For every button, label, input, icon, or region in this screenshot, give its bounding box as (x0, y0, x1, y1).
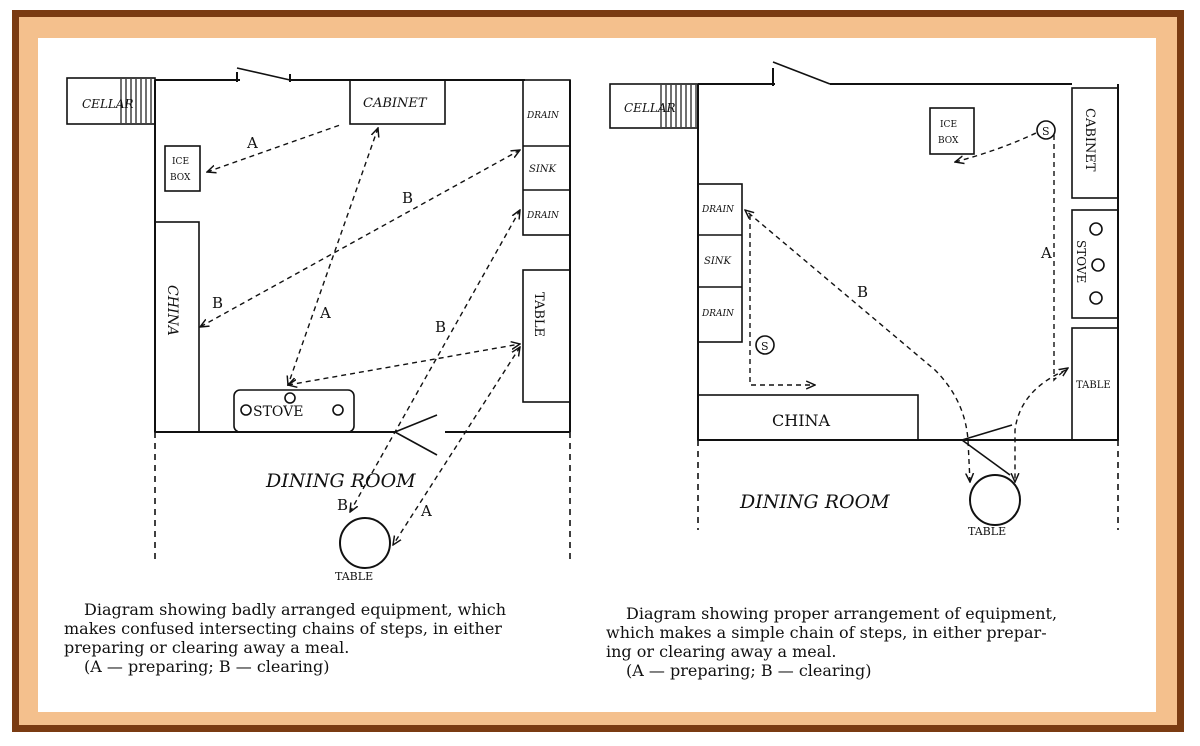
right-walls (697, 61, 1119, 441)
left-table-counter-label: TABLE (531, 292, 546, 337)
left-cellar-label: CELLAR (82, 97, 134, 111)
right-sink-label: SINK (704, 256, 732, 267)
right-path-b-drain-china (749, 215, 815, 385)
right-stove-label: STOVE (1074, 240, 1088, 283)
right-table-counter (1071, 327, 1119, 441)
right-step-paths (745, 132, 1068, 482)
right-s-marker-1-label: S (1042, 125, 1050, 138)
left-path-a-cabinet-stove (288, 128, 378, 385)
left-dining-room-label: DINING ROOM (265, 470, 416, 492)
left-caption-line-2: makes confused intersecting chains of st… (64, 619, 502, 638)
left-walls (154, 67, 571, 433)
left-drain-top-label: DRAIN (526, 111, 560, 121)
right-path-label-a: A (1040, 244, 1052, 262)
right-dining-room-label: DINING ROOM (739, 491, 890, 513)
left-path-label-1: A (246, 134, 258, 152)
right-cellar (609, 83, 699, 129)
left-stove-burner-2 (284, 392, 296, 404)
left-caption: Diagram showing badly arranged equipment… (64, 600, 584, 676)
right-caption-legend: (A — preparing; B — clearing) (626, 661, 872, 680)
left-step-paths (200, 124, 520, 545)
right-caption-line-3: ing or clearing away a meal. (606, 642, 837, 661)
left-cabinet-label: CABINET (363, 96, 428, 111)
left-table-counter (522, 269, 571, 403)
left-caption-legend: (A — preparing; B — clearing) (84, 657, 330, 676)
left-path-b-sink-china (200, 150, 520, 327)
left-caption-line-1: Diagram showing badly arranged equipment… (84, 600, 507, 619)
left-caption-line-3: preparing or clearing away a meal. (64, 638, 350, 657)
right-drain-bottom-label: DRAIN (701, 309, 735, 319)
right-cabinet-label: CABINET (1082, 108, 1097, 172)
right-cabinet (1071, 87, 1119, 199)
left-china-label: CHINA (164, 285, 180, 336)
left-cabinet (349, 79, 446, 125)
right-stove (1071, 209, 1119, 319)
left-path-a-table-diningtable (393, 347, 520, 545)
right-door-swing-1 (961, 424, 1013, 441)
left-sink-label: SINK (529, 164, 557, 175)
right-path-label-b: B (857, 283, 868, 301)
right-stove-burner-3 (1089, 291, 1103, 305)
right-stove-burner-2 (1091, 258, 1105, 272)
left-door-swing-1 (394, 414, 438, 433)
left-round-table-label: TABLE (335, 570, 373, 583)
right-sink-unit (697, 183, 743, 343)
left-round-table (339, 517, 391, 569)
right-path-b-dining-drain (745, 210, 970, 482)
right-caption: Diagram showing proper arrangement of eq… (606, 604, 1136, 680)
right-stove-burner-1 (1089, 222, 1103, 236)
left-ice-box (164, 145, 201, 192)
right-s-marker-2-label: S (761, 340, 769, 353)
left-stove-burner-3 (332, 404, 344, 416)
left-stove-burner-1 (240, 404, 252, 416)
left-drain-bottom-label: DRAIN (526, 211, 560, 221)
right-diagram: CELLAR ICE BOX CABINET STOVE TABLE DRAIN… (609, 61, 1119, 538)
left-path-label-4: A (319, 304, 331, 322)
right-path-labels: A B (857, 244, 1052, 301)
left-path-a-stove-table (288, 344, 520, 385)
right-table-counter-label: TABLE (1076, 380, 1111, 391)
left-diagram: CELLAR CABINET ICE BOX CHINA STOVE DRAIN… (66, 67, 571, 583)
left-path-b-drain-table (350, 210, 520, 512)
right-path-a-table-dining (1015, 369, 1067, 482)
left-ice-box-label-2: BOX (170, 173, 191, 183)
left-path-labels: A B B A B B A (212, 134, 446, 520)
right-path-a-cabinet-table (1053, 135, 1068, 382)
left-path-label-5: B (435, 318, 446, 336)
right-caption-line-1: Diagram showing proper arrangement of eq… (626, 604, 1058, 623)
right-drain-top-label: DRAIN (701, 205, 735, 215)
left-sink-unit (522, 79, 571, 236)
left-stove-label: STOVE (253, 404, 304, 420)
left-door-swing-2 (394, 431, 438, 456)
right-ice-box-label-2: BOX (938, 136, 959, 146)
right-ice-box-label-1: ICE (940, 120, 957, 130)
left-path-label-3: B (212, 294, 223, 312)
right-s-marker-1 (1036, 120, 1056, 140)
right-round-table-label: TABLE (968, 525, 1006, 538)
left-path-label-7: A (420, 502, 432, 520)
left-path-a-icebox-cabinet (207, 124, 341, 172)
right-cellar-label: CELLAR (624, 101, 676, 115)
right-path-icebox-s (955, 132, 1037, 162)
left-path-label-6: B (337, 496, 348, 514)
left-path-label-2: B (402, 189, 413, 207)
right-caption-line-2: which makes a simple chain of steps, in … (606, 623, 1047, 642)
left-ice-box-label-1: ICE (172, 157, 189, 167)
right-ice-box (929, 107, 975, 155)
right-round-table (969, 474, 1021, 526)
left-cellar (66, 77, 156, 125)
right-china-label: CHINA (772, 411, 831, 430)
